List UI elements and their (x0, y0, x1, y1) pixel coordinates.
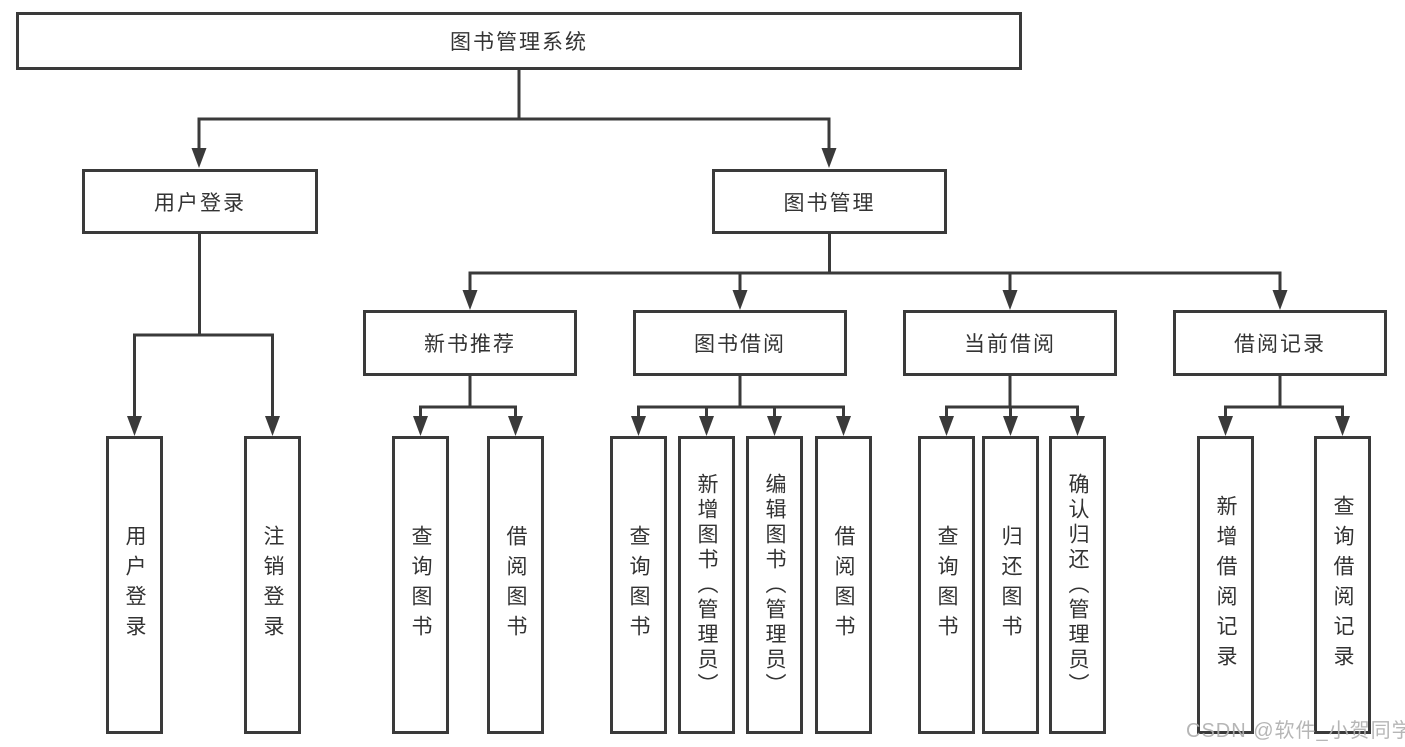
leaf-user-login: 用户登录 (106, 436, 163, 734)
leaf-cb-query-books: 查询图书 (918, 436, 975, 734)
leaf-cb-query-books-label: 查询图书 (935, 525, 958, 645)
leaf-cb-confirm-return-admin: 确认归还（管理员） (1049, 436, 1106, 734)
node-current-borrow: 当前借阅 (903, 310, 1117, 376)
leaf-br-add-record: 新增借阅记录 (1197, 436, 1254, 734)
leaf-bb-edit-books-admin: 编辑图书（管理员） (746, 436, 803, 734)
node-root: 图书管理系统 (16, 12, 1022, 70)
leaf-nb-query-books-label: 查询图书 (409, 525, 432, 645)
node-user-login: 用户登录 (82, 169, 318, 234)
leaf-cb-return-books: 归还图书 (982, 436, 1039, 734)
leaf-bb-edit-books-admin-label: 编辑图书（管理员） (763, 472, 786, 698)
node-borrow-records: 借阅记录 (1173, 310, 1387, 376)
node-book-management: 图书管理 (712, 169, 947, 234)
leaf-br-add-record-label: 新增借阅记录 (1214, 495, 1237, 675)
leaf-logout-label: 注销登录 (261, 525, 284, 645)
arrowheads (127, 148, 1350, 436)
leaf-cb-return-books-label: 归还图书 (999, 525, 1022, 645)
leaf-nb-borrow-books: 借阅图书 (487, 436, 544, 734)
leaf-bb-query-books-label: 查询图书 (627, 525, 650, 645)
leaf-nb-query-books: 查询图书 (392, 436, 449, 734)
leaf-nb-borrow-books-label: 借阅图书 (504, 525, 527, 645)
csdn-watermark: CSDN @软件_小贺同学 (1186, 720, 1405, 742)
leaf-user-login-label: 用户登录 (123, 525, 146, 645)
node-book-borrow: 图书借阅 (633, 310, 847, 376)
leaf-bb-borrow-books-label: 借阅图书 (832, 525, 855, 645)
node-new-book-recommend: 新书推荐 (363, 310, 577, 376)
leaf-bb-borrow-books: 借阅图书 (815, 436, 872, 734)
leaf-br-query-record: 查询借阅记录 (1314, 436, 1371, 734)
leaf-cb-confirm-return-admin-label: 确认归还（管理员） (1066, 472, 1089, 698)
leaf-bb-add-books-admin-label: 新增图书（管理员） (695, 472, 718, 698)
leaf-logout: 注销登录 (244, 436, 301, 734)
leaf-br-query-record-label: 查询借阅记录 (1331, 495, 1354, 675)
leaf-bb-query-books: 查询图书 (610, 436, 667, 734)
leaf-bb-add-books-admin: 新增图书（管理员） (678, 436, 735, 734)
